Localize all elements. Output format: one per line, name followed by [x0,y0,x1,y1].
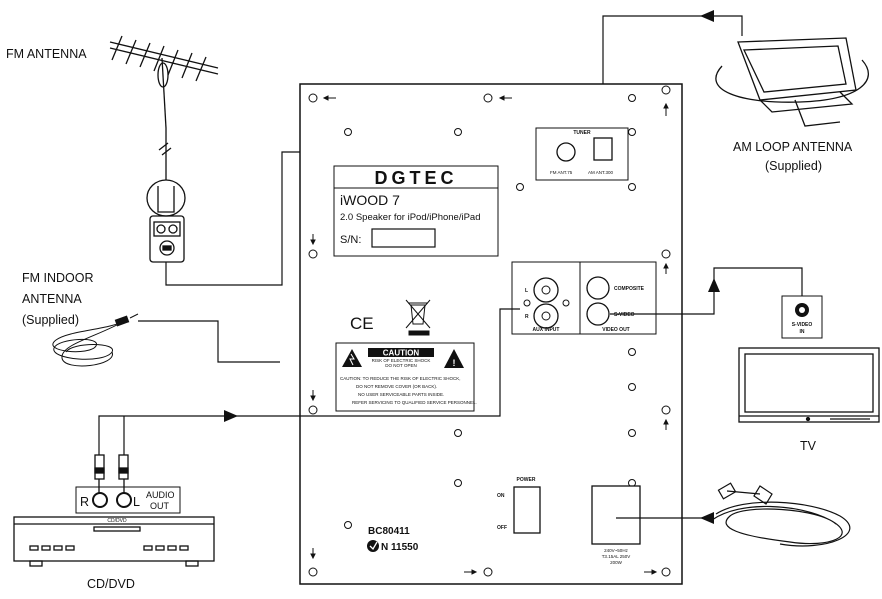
cddvd-player-icon [13,516,215,567]
tuner-fm-label: FM ANT.75 [550,170,573,175]
exclamation-warning-icon [444,349,464,368]
video-out-title: VIDEO OUT [602,327,630,333]
power-switch-block: POWER ON OFF [497,477,541,534]
audio-r-jack-icon [92,492,108,508]
model-subtitle: 2.0 Speaker for iPod/iPhone/iPad [340,212,480,223]
panel-arrows [310,95,669,575]
audio-out-r: R [80,495,89,509]
audio-out-line2: OUT [150,501,170,511]
am-jack-icon [593,137,613,161]
fm-indoor-label-1: FM INDOOR [22,271,94,285]
ce-mark: CE [350,314,374,333]
am-arrow [700,10,714,22]
tuner-block: TUNER FM ANT.75 AM ANT.300 [535,127,629,181]
panel-screw-holes [308,85,671,577]
power-switch[interactable] [513,486,541,534]
tuner-title: TUNER [573,130,591,136]
audio-l-jack-icon [116,492,132,508]
svg-text:!: ! [453,358,456,368]
svideo-label: S-VIDEO [614,312,635,318]
svideo-in-label-1: S-VIDEO [792,322,813,328]
aux-input-block: L R AUX INPUT [511,261,581,335]
audio-out-block: R L AUDIO OUT [75,486,181,514]
mains-socket [591,485,641,545]
am-cable [602,15,743,146]
aux-l-label: L [525,288,528,294]
brand-label-block: DGTEC iWOOD 7 2.0 Speaker for iPod/iPhon… [333,165,499,257]
brand-logo: DGTEC [375,168,458,188]
tv-icon [738,347,880,423]
serial-label: S/N: [340,234,361,246]
power-arrow [700,512,714,524]
mains-line-2: T3.15AL 250V [602,554,631,559]
aux-title: AUX INPUT [533,327,560,333]
power-on-label: ON [497,493,505,499]
model-name: iWOOD 7 [340,192,400,208]
audio-arrow [224,410,238,422]
aux-r-jack-icon [533,303,559,329]
composite-label: COMPOSITE [614,286,645,292]
fm-jack-icon [556,142,576,162]
video-out-block: COMPOSITE S-VIDEO VIDEO OUT [579,261,657,335]
svideo-arrow [708,278,720,292]
approval-number: N 11550 [381,542,419,553]
tuner-am-label: AM ANT.300 [588,170,614,175]
svideo-in-label-2: IN [800,329,805,335]
power-title: POWER [517,477,536,483]
mains-line-3: 200W [610,560,623,565]
am-loop-antenna-icon [715,37,869,127]
cddvd-label: CD/DVD [87,577,135,591]
shock-warning-icon [342,349,362,367]
caution-label: CAUTION RISK OF ELECTRIC SHOCK DO NOT OP… [335,342,477,412]
power-off-label: OFF [497,525,507,531]
am-loop-label-2: (Supplied) [765,159,822,173]
caution-text-1: CAUTION: TO REDUCE THE RISK OF ELECTRIC … [340,376,461,381]
audio-cable [98,308,520,455]
caution-text-3: NO USER SERVICEABLE PARTS INSIDE. [358,392,444,397]
tv-label: TV [800,439,817,453]
composite-jack-icon [586,276,610,300]
svideo-cable [610,267,803,315]
audio-out-l: L [133,495,140,509]
fm-indoor-cable [138,320,280,363]
model-code: BC80411 [368,526,410,537]
caution-title: CAUTION [383,349,420,358]
serial-box [371,228,436,248]
svideo-jack-icon [586,302,610,326]
caution-sub2: DO NOT OPEN [385,363,416,368]
power-cord-icon [711,482,851,547]
caution-text-2: DO NOT REMOVE COVER (OR BACK). [356,384,437,389]
aux-l-jack-icon [533,277,559,303]
weee-bin-icon [405,299,431,336]
fm-indoor-label-2: ANTENNA [22,292,82,306]
audio-out-line1: AUDIO [146,490,175,500]
caution-sub1: RISK OF ELECTRIC SHOCK [372,358,431,363]
fm-indoor-antenna-icon [52,313,139,367]
svideo-in-block: S-VIDEO IN [781,295,823,339]
am-loop-label-1: AM LOOP ANTENNA [733,140,853,154]
mains-line-1: 240V~50Hz [604,548,628,553]
caution-text-4: REFER SERVICING TO QUALIFIED SERVICE PER… [352,400,477,405]
aux-r-label: R [525,314,529,320]
fm-connector-icon [146,179,186,263]
fm-indoor-label-3: (Supplied) [22,313,79,327]
mains-socket-block: 240V~50Hz T3.15AL 250V 200W [591,485,641,565]
c-tick-icon [367,540,379,552]
fm-antenna-icon [109,35,219,180]
cddvd-panel-label: CD/DVD [107,518,127,524]
fm-antenna-label: FM ANTENNA [6,47,87,61]
